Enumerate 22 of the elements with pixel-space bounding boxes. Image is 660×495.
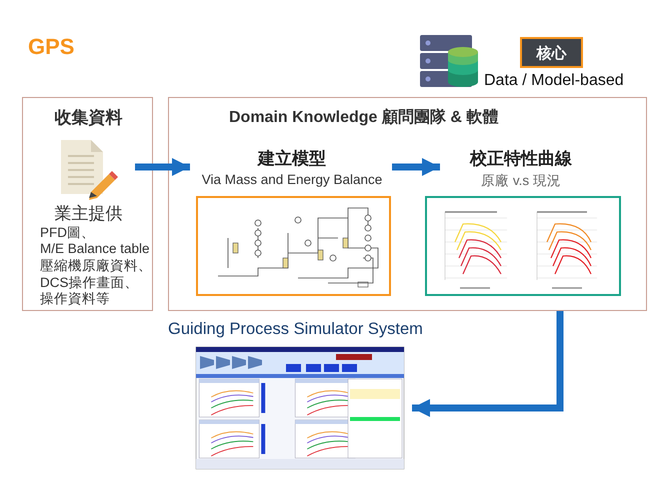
step-subtitle: 原廠 v.s 現況 (480, 172, 562, 190)
step-subtitle: Via Mass and Energy Balance (200, 172, 384, 187)
list-item: 操作資料等 (40, 290, 110, 308)
list-item: DCS操作畫面、 (40, 274, 139, 292)
section-title: Guiding Process Simulator System (168, 320, 423, 339)
arrow (392, 158, 440, 176)
list-item: M/E Balance table (40, 240, 150, 256)
arrow (412, 311, 564, 418)
panel-box (22, 97, 153, 311)
list-item: 壓縮機原廠資料、 (40, 257, 152, 275)
panel-heading: Domain Knowledge 顧問團隊 & 軟體 (229, 107, 498, 128)
step-heading: 建立模型 (256, 148, 327, 170)
tag-label: 核心 (535, 44, 568, 63)
tag-box (520, 37, 583, 68)
node-label: Data / Model-based (484, 72, 624, 90)
section-heading: 業主提供 (54, 203, 124, 225)
title: GPS (28, 34, 74, 60)
step-heading: 校正特性曲線 (468, 148, 573, 170)
panel-box (168, 97, 647, 311)
arrow (135, 158, 190, 176)
list-item: PFD圖、 (40, 224, 95, 242)
panel-heading: 收集資料 (54, 107, 124, 129)
